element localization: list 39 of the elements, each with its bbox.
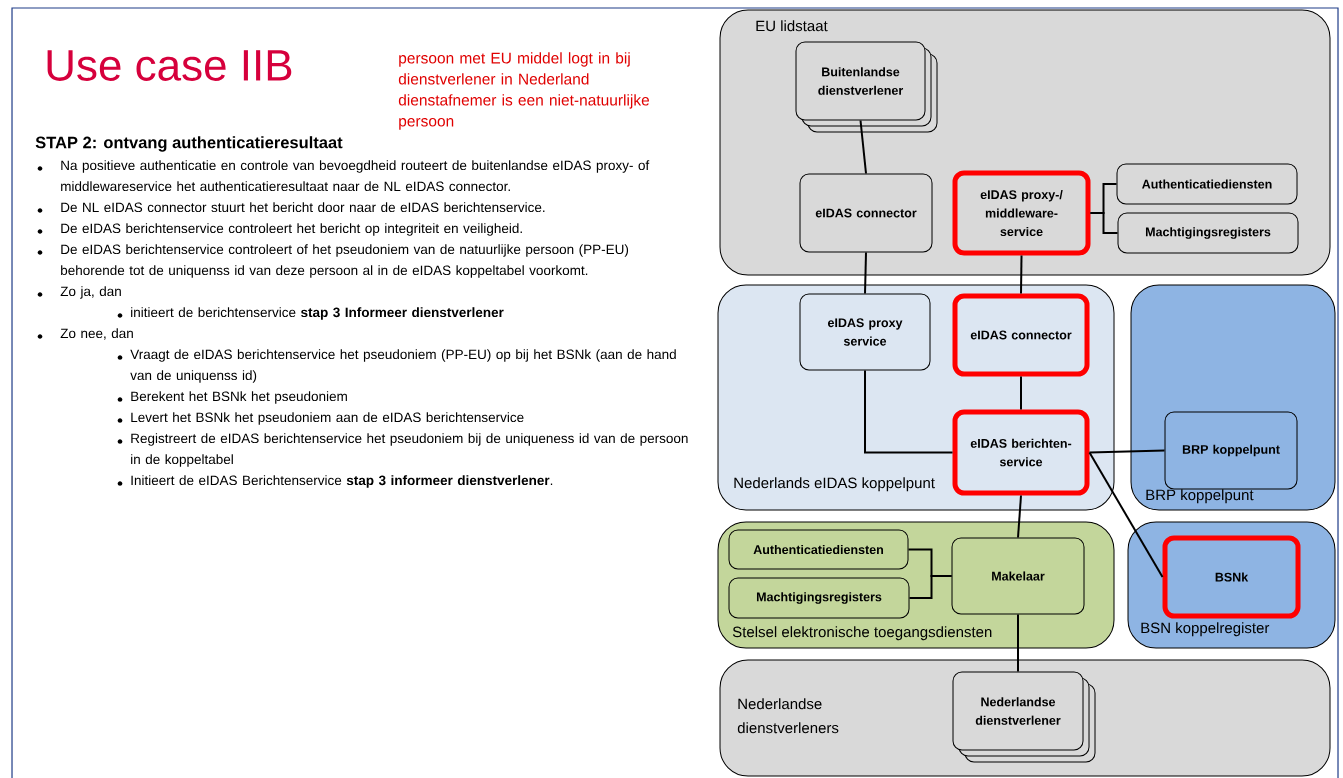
bullet-item: Berekent het BSNk het pseudoniem [117, 391, 347, 404]
bullet-item: Zo nee, dan [37, 328, 133, 340]
bullet-item: De eIDAS berichtenservice controleert het bericht op integriteit en veiligheid. [37, 223, 522, 236]
connector-line [1088, 449, 1166, 454]
connector-line [859, 119, 867, 175]
step-heading: STAP 2: ontvang authenticatieresultaat [35, 136, 343, 152]
connector-line [908, 575, 953, 599]
bullet-item: Initieert de eIDAS Berichtenservice stap 3 informeer dienstverlener. [117, 475, 553, 488]
process-box: Authenticatiediensten [1116, 163, 1298, 205]
bullet-item: Levert het BSNk het pseudoniem aan de eIDAS berichtenservice [117, 412, 524, 425]
highlighted-box: eIDAS connector [952, 293, 1090, 377]
connector-line [1020, 254, 1023, 295]
process-box: BRP koppelpunt [1164, 411, 1298, 490]
bullet-item: De NL eIDAS connector stuurt het bericht door naar de eIDAS berichtenservice. [37, 202, 545, 213]
highlighted-box: eIDAS berichten-service [952, 409, 1090, 496]
connector-line [1020, 375, 1022, 411]
bullet-item: Na positieve authenticatie en controle van bevoegdheid routeert de buitenlandse eIDAS proxy- of middlewareservice het authenticatieresultaat naar de NL eIDAS connector. [37, 160, 650, 192]
process-box: eIDAS connector [799, 173, 933, 253]
connector-line [1017, 613, 1019, 673]
bullet-item: Zo ja, dan [37, 286, 121, 299]
slide-title: Use case IIB [47, 50, 292, 81]
bullet-item: Vraagt de eIDAS berichtenservice het pseudoniem (PP-EU) op bij het BSNk (aan de hand van de uniquenss id) [117, 349, 676, 383]
connector-line [1017, 494, 1022, 539]
connector-line [1089, 212, 1119, 234]
highlighted-box: BSNk [1162, 535, 1301, 619]
process-box: Machtigingsregisters [728, 577, 910, 619]
subtitle-text: dienstafnemer is een niet-natuurlijke persoon [398, 94, 650, 130]
process-box: Makelaar [951, 537, 1085, 615]
process-box: Authenticatiediensten [728, 529, 909, 570]
process-box: Machtigingsregisters [1117, 212, 1299, 254]
connector-line [1088, 451, 1164, 578]
process-box: eIDAS proxy service [799, 293, 931, 371]
connector-line [864, 251, 867, 295]
highlighted-box: eIDAS proxy-/ middleware-service [952, 170, 1091, 256]
stacked-box: Buitenlandse dienstverlener [795, 41, 938, 133]
stacked-box: Nederlandse dienstverlener [952, 671, 1096, 763]
connector-line [864, 369, 954, 454]
bullet-item: De eIDAS berichtenservice controleert of het pseudoniem van de natuurlijke persoon (PP-EU) behorende tot de uniquenss id van deze persoon al in de eIDAS koppeltabel voorkomt. [37, 244, 629, 278]
bullet-item: initieert de berichtenservice stap 3 Informeer dienstverlener [117, 307, 504, 320]
